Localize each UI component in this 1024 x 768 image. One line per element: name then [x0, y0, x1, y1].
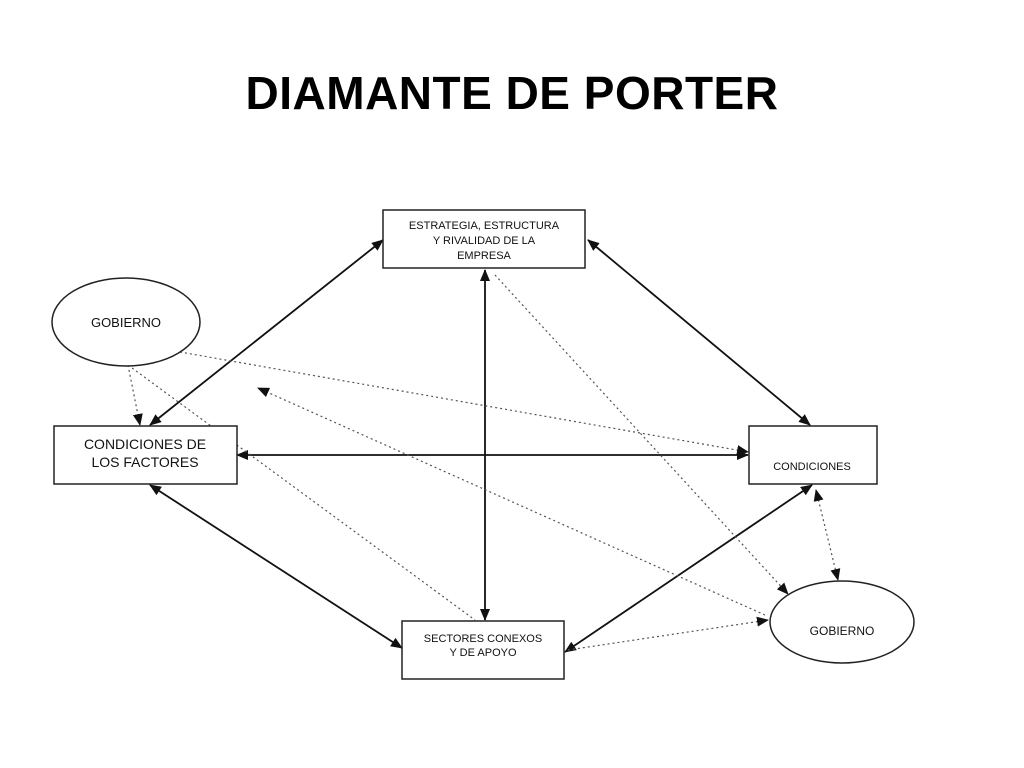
connector-estrategia-factores: [149, 239, 384, 426]
connector-condiciones-sectores: [564, 484, 813, 653]
dotted-gobierno-sectores: [127, 364, 476, 621]
node-estrategia: ESTRATEGIA, ESTRUCTURA Y RIVALIDAD DE LA…: [382, 209, 586, 269]
node-factores: CONDICIONES DE LOS FACTORES: [53, 425, 238, 485]
node-sectores: SECTORES CONEXOS Y DE APOYO: [401, 620, 565, 680]
node-estrategia-line-2: Y RIVALIDAD DE LA: [433, 235, 536, 247]
node-gobierno-bottom: GOBIERNO: [769, 580, 915, 664]
connector-estrategia-condiciones: [587, 239, 811, 426]
connector-factores-sectores: [149, 484, 403, 649]
node-condiciones-line-1: CONDICIONES: [773, 461, 851, 473]
dotted-gobierno-condiciones: [179, 351, 749, 456]
dotted-gobierno-factores-diagonal: [257, 387, 766, 616]
dotted-gobierno-factores: [127, 364, 143, 426]
node-gobierno-top: GOBIERNO: [51, 277, 201, 367]
node-factores-line-2: LOS FACTORES: [91, 454, 198, 470]
node-gobierno-bottom-label: GOBIERNO: [810, 624, 875, 638]
node-estrategia-line-1: ESTRATEGIA, ESTRUCTURA: [409, 220, 560, 232]
node-factores-line-1: CONDICIONES DE: [84, 436, 206, 452]
dotted-condiciones-gobierno: [813, 489, 841, 581]
node-estrategia-line-3: EMPRESA: [457, 250, 511, 262]
dotted-sectores-gobierno: [567, 616, 769, 651]
slide-title: DIAMANTE DE PORTER: [245, 67, 779, 119]
dotted-estrategia-gobierno: [494, 274, 789, 595]
node-sectores-line-2: Y DE APOYO: [449, 647, 516, 659]
node-condiciones: CONDICIONES: [748, 425, 878, 485]
node-gobierno-top-label: GOBIERNO: [91, 315, 161, 330]
solid-connectors: [149, 239, 813, 653]
dotted-connectors: [127, 274, 841, 651]
node-sectores-line-1: SECTORES CONEXOS: [424, 633, 542, 645]
